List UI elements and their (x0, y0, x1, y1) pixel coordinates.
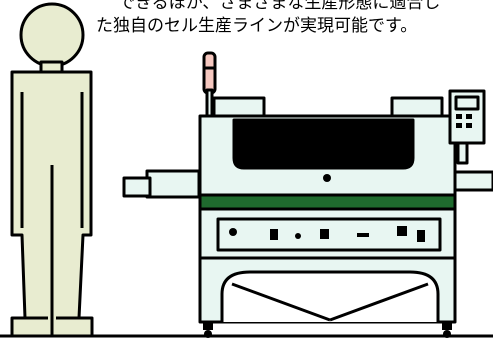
base-arch (220, 270, 440, 322)
reflow-machine (122, 51, 493, 338)
base-brace-right (329, 282, 429, 322)
caption-line-1: できるほか、さまざまな生産形態に適合し (118, 0, 441, 13)
machine-feet (203, 322, 452, 338)
base-brace-left (231, 282, 331, 322)
left-conveyor (122, 169, 201, 199)
right-conveyor (451, 170, 493, 192)
human-head (19, 2, 85, 68)
control-strip-indicators (229, 226, 425, 242)
control-terminal (448, 89, 486, 165)
green-band (198, 193, 457, 211)
caption-text: できるほか、さまざまな生産形態に適合し た独自のセル生産ラインが実現可能です。 (96, 0, 493, 38)
oven-window (232, 118, 415, 170)
hood-right-cap (390, 96, 444, 118)
caption-line-2: た独自のセル生産ラインが実現可能です。 (96, 16, 418, 36)
human-figure (10, 2, 94, 338)
hood-left-cap (212, 96, 266, 118)
signal-tower (202, 51, 217, 124)
panel-knob (323, 174, 331, 182)
